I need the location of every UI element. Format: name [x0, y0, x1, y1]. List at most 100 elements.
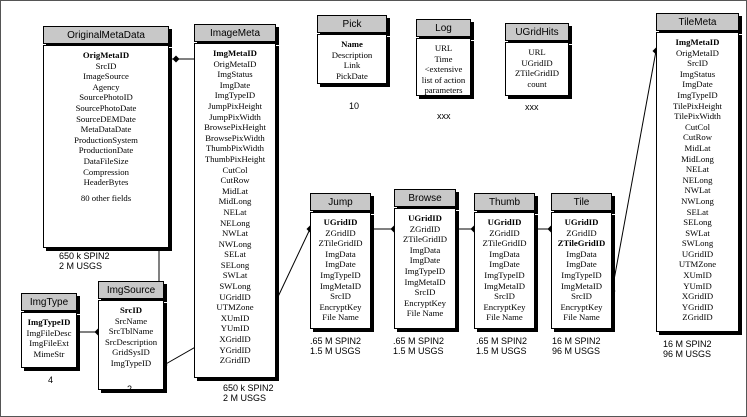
table-field: ImgTypeID	[320, 269, 361, 280]
table-field: UTMZone	[216, 302, 254, 313]
table-field: DataFileSize	[83, 155, 129, 166]
table-field: File Name	[406, 308, 444, 319]
key-field: ImgTypeID	[27, 317, 71, 327]
table-field: ImgDate	[409, 255, 441, 266]
table-field: ImgTypeID	[214, 90, 256, 101]
table-field: count	[527, 78, 547, 89]
table-field: OrigMetaID	[213, 58, 257, 69]
row-count-note: xxx	[437, 111, 451, 121]
table-title: Browse	[394, 189, 456, 207]
table-field: NWLat	[221, 228, 249, 239]
table-field: YGridID	[681, 301, 714, 312]
table-field: SrcID	[571, 291, 592, 302]
table-field: SourceDEMDate	[76, 113, 136, 124]
table-field: ImgFileDesc	[26, 327, 72, 338]
table-field: MidLong	[218, 196, 252, 207]
table-field: NWLong	[681, 195, 714, 206]
key-field: UGridID	[408, 213, 442, 223]
table-field: SELong	[220, 259, 250, 270]
table-field: parameters	[424, 85, 463, 96]
table-field: SWLong	[219, 281, 251, 292]
table-title: Pick	[317, 15, 387, 33]
row-count-note: .65 M SPIN2	[476, 336, 528, 346]
table-field: EncryptKey	[404, 297, 446, 308]
table-title: Log	[416, 19, 471, 37]
key-field: ImgMetaID	[213, 48, 257, 58]
table-title: Jump	[310, 193, 371, 211]
table-field: CutCol	[222, 164, 248, 175]
row-count-note: 96 M USGS	[663, 349, 712, 359]
table-field: NELat	[685, 164, 710, 175]
table-field: ProductionDate	[78, 145, 134, 156]
table-field: SourcePhotoID	[79, 92, 133, 103]
table-field: File Name	[563, 312, 600, 323]
table-field: MimeStr	[33, 348, 65, 359]
table-field: list of action	[421, 74, 466, 85]
key-field: ImgMetaID	[675, 37, 720, 47]
table-field: ImgMetaID	[560, 280, 602, 291]
row-count-note: 16 M SPIN2	[552, 336, 601, 346]
table-field: SWLat	[685, 227, 710, 238]
row-count-note: 650 k SPIN2	[59, 251, 110, 261]
key-field: UGridID	[323, 217, 358, 227]
table-field: ZGridID	[219, 355, 251, 366]
table-field: MidLong	[681, 153, 714, 164]
table-field: CutRow	[683, 132, 712, 143]
table-title: ImgType	[21, 293, 77, 311]
table-field: XUmID	[683, 270, 712, 281]
table-field: ImgData	[325, 248, 356, 259]
table-field: ImgDate	[325, 259, 356, 270]
row-count-note: 2 M USGS	[59, 261, 103, 271]
table-field: Time	[434, 53, 453, 64]
table-field: YUmID	[220, 323, 250, 334]
table-field: ImgTypeID	[484, 269, 525, 280]
table-field: NELong	[682, 174, 713, 185]
table-field: ImgDate	[682, 79, 713, 90]
table-field: XGridID	[219, 334, 251, 345]
table-field: ImgFileExt	[29, 338, 69, 349]
table-field: UTMZone	[678, 259, 717, 270]
table-field: JumpPixWidth	[209, 111, 261, 122]
table-title: ImageMeta	[194, 24, 276, 42]
table-field: 80 other fields	[80, 192, 132, 203]
table-title: TileMeta	[656, 13, 739, 31]
key-field: SrcID	[119, 305, 143, 315]
table-field: NWLat	[684, 185, 711, 196]
table-field: SrcID	[330, 291, 351, 302]
row-count-note: 1.5 M USGS	[476, 346, 527, 356]
table-field: SrcID	[687, 58, 708, 69]
table-field: <extensive	[424, 64, 463, 75]
table-field: ZGridID	[409, 223, 441, 234]
table-field: File Name	[322, 312, 359, 323]
table-field: MidLat	[221, 185, 249, 196]
row-count-note: xxx	[525, 102, 539, 112]
table-field: YGridID	[219, 344, 251, 355]
row-count-note: 4	[48, 375, 54, 385]
table-field: ImgTypeID	[404, 265, 446, 276]
table-field: NWLong	[218, 238, 252, 249]
table-field: ImgData	[409, 244, 441, 255]
key-field: UGridID	[487, 217, 522, 227]
table-field: CutCol	[684, 121, 711, 132]
row-count-note: 96 M USGS	[552, 346, 601, 356]
table-title: Tile	[551, 193, 612, 211]
table-field: SrcTblName	[108, 326, 154, 337]
table-field: TilePixHeight	[673, 100, 722, 111]
table-field: GridSysID	[112, 347, 150, 358]
key-field: ZTileGridID	[557, 238, 606, 249]
table-field: ThumbPixWidth	[205, 143, 265, 154]
table-field: SrcID	[414, 287, 436, 298]
